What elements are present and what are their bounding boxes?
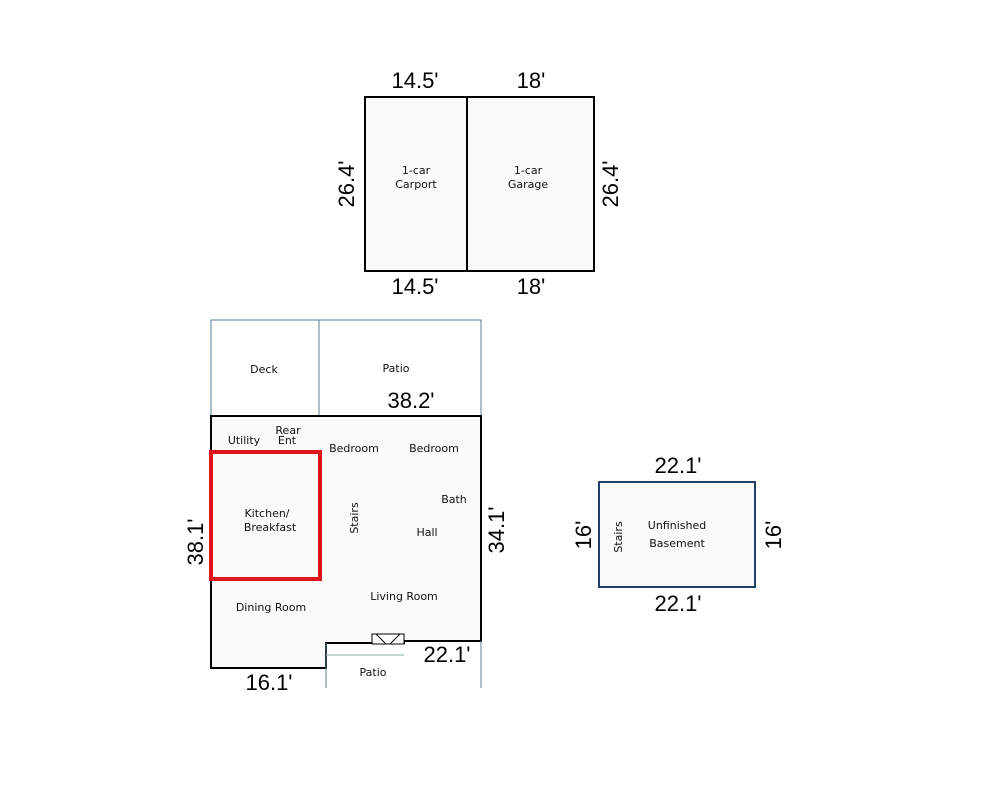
carport-bottom-dimension: 14.5' (391, 274, 438, 299)
basement-left-dimension: 16' (571, 521, 596, 550)
dining-room-label: Dining Room (236, 601, 306, 614)
stairs-label: Stairs (348, 502, 361, 534)
basement-label-line1: Unfinished (648, 519, 706, 532)
garage-left-dimension: 26.4' (334, 160, 359, 207)
basement-right-dimension: 16' (761, 521, 786, 550)
house-left-dimension: 38.1' (183, 518, 208, 565)
garage-right-dimension: 26.4' (598, 160, 623, 207)
bedroom-2-label: Bedroom (409, 442, 459, 455)
house-right-dimension: 34.1' (484, 506, 509, 553)
living-room-label: Living Room (370, 590, 438, 603)
carport-label-line2: Carport (395, 178, 437, 191)
garage-block: 1-car Carport 1-car Garage 14.5' 18' 14.… (334, 68, 623, 299)
house-bottom-right-dimension: 22.1' (423, 642, 470, 667)
hall-label: Hall (416, 526, 437, 539)
kitchen-highlight (209, 450, 322, 581)
deck-area (210, 319, 320, 417)
front-door-symbol (371, 633, 405, 645)
front-patio-area (325, 641, 482, 688)
basement-label-line2: Basement (649, 537, 705, 550)
bath-label: Bath (441, 493, 467, 506)
carport-top-dimension: 14.5' (391, 68, 438, 93)
basement-area (598, 481, 756, 588)
front-patio-label: Patio (360, 666, 387, 679)
rear-entry-label-line2: Ent (278, 434, 297, 447)
kitchen-label-line2: Breakfast (244, 521, 297, 534)
basement-top-dimension: 22.1' (654, 453, 701, 478)
rear-patio-label: Patio (383, 362, 410, 375)
garage-label-line2: Garage (508, 178, 549, 191)
deck-label: Deck (250, 363, 278, 376)
kitchen-label-line1: Kitchen/ (244, 507, 289, 520)
garage-bottom-dimension: 18' (517, 274, 546, 299)
basement-bottom-dimension: 22.1' (654, 591, 701, 616)
carport-area (364, 96, 468, 272)
house-bottom-left-dimension: 16.1' (245, 670, 292, 695)
carport-label-line1: 1-car (402, 164, 431, 177)
utility-label: Utility (228, 434, 261, 447)
garage-top-dimension: 18' (517, 68, 546, 93)
garage-area (466, 96, 595, 272)
garage-label-line1: 1-car (514, 164, 543, 177)
basement-stairs-label: Stairs (612, 521, 625, 553)
bedroom-1-label: Bedroom (329, 442, 379, 455)
rear-entry-label-line1: Rear (275, 424, 301, 437)
basement-block: Stairs Unfinished Basement 22.1' 22.1' 1… (571, 453, 786, 616)
rear-patio-area (318, 319, 482, 417)
house-block: Deck Patio Utility Rear Ent Bedroom Bedr… (183, 319, 509, 695)
house-top-dimension: 38.2' (387, 388, 434, 413)
